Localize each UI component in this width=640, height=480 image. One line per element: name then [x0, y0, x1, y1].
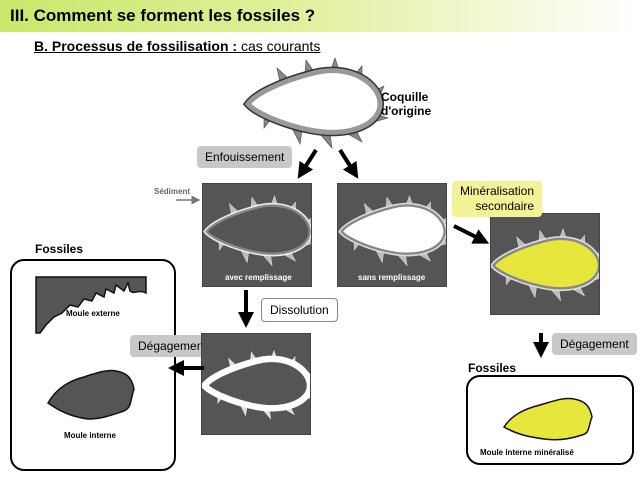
- original-shell: [248, 57, 390, 149]
- panel-without-fill: sans remplissage: [337, 183, 447, 287]
- release-tag-right: Dégagement: [552, 333, 637, 355]
- mineralised-mold-caption: Moule interne minéralisé: [480, 448, 574, 457]
- fossils-right-label: Fossiles: [468, 361, 517, 375]
- release-tag-left: Dégagement: [130, 335, 215, 357]
- dissolution-tag: Dissolution: [261, 298, 338, 322]
- panel-after-dissolution: [201, 333, 311, 435]
- arrow-to-with-fill: [297, 148, 318, 179]
- external-mold-drawing: [35, 276, 147, 420]
- burial-tag: Enfouissement: [197, 146, 293, 168]
- external-mold-caption: Moule externe: [66, 309, 120, 318]
- arrow-to-mineralised: [453, 224, 490, 244]
- panel-with-fill: avec remplissage: [202, 183, 312, 287]
- panel-mineralised: [490, 213, 600, 315]
- section-subtitle: B. Processus de fossilisation : cas cour…: [34, 38, 321, 54]
- fossils-left-box: Moule externe Moule interne: [10, 259, 176, 471]
- page-title: III. Comment se forment les fossiles ?: [0, 0, 640, 32]
- fossils-right-box: Moule interne minéralisé: [466, 375, 634, 465]
- mineralised-mold-drawing: [502, 397, 593, 441]
- fossils-left-label: Fossiles: [35, 242, 84, 256]
- internal-mold-caption: Moule interne: [64, 431, 117, 440]
- with-fill-caption: avec remplissage: [225, 273, 292, 282]
- sediment-label: Sédiment: [154, 187, 191, 196]
- arrow-to-without-fill: [338, 148, 359, 179]
- without-fill-caption: sans remplissage: [358, 273, 426, 282]
